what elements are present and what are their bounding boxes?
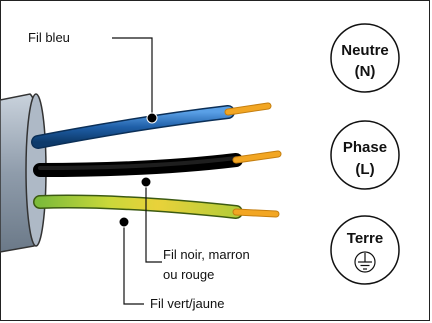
- black-wire-label-line2: ou rouge: [163, 267, 214, 282]
- neutral-badge-code: (N): [355, 63, 376, 80]
- phase-badge-name: Phase: [343, 139, 387, 156]
- black-wire: [33, 150, 282, 177]
- blue-wire-label: Fil bleu: [28, 30, 70, 45]
- green-yellow-wire: [33, 194, 280, 219]
- blue-wire: [31, 102, 272, 149]
- callout-green-wire: Fil vert/jaune: [118, 216, 224, 311]
- phase-badge-code: (L): [355, 161, 374, 178]
- neutral-badge: Neutre (N): [330, 23, 400, 93]
- green-wire-label: Fil vert/jaune: [150, 296, 224, 311]
- neutral-badge-name: Neutre: [341, 42, 389, 59]
- callout-blue-wire: Fil bleu: [28, 30, 158, 124]
- earth-ground-icon: [354, 251, 376, 273]
- earth-badge-name: Terre: [347, 230, 383, 247]
- black-wire-label-line1: Fil noir, marron: [163, 247, 250, 262]
- earth-badge: Terre: [330, 215, 400, 285]
- phase-badge: Phase (L): [330, 120, 400, 190]
- callout-black-wire: Fil noir, marron ou rouge: [140, 176, 250, 282]
